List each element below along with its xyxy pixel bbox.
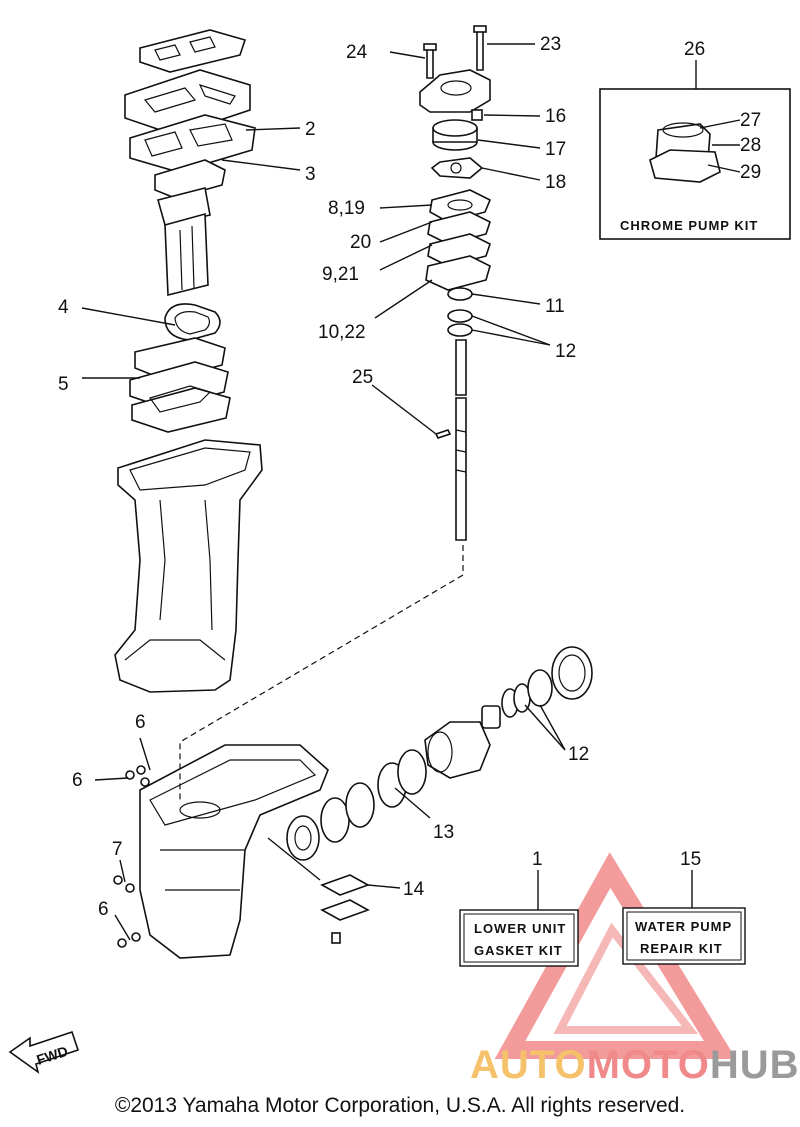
callout-17: 17 <box>545 139 566 160</box>
callout-4: 4 <box>58 297 69 318</box>
upper-casing <box>114 439 263 693</box>
water-pump-stack <box>419 25 492 541</box>
callout-3: 3 <box>305 164 316 185</box>
callout-9-21: 9,21 <box>322 264 359 285</box>
lower-unit-kit-line1: LOWER UNIT <box>474 921 566 936</box>
gear-train <box>113 646 593 948</box>
lower-unit-gasket-kit-box: LOWER UNIT GASKET KIT <box>459 909 579 967</box>
callout-7: 7 <box>112 839 123 860</box>
chrome-pump-kit-box <box>599 88 791 240</box>
callout-6-bottom: 6 <box>98 899 109 920</box>
callout-6-mid: 6 <box>72 770 83 791</box>
chrome-pump-kit-label: CHROME PUMP KIT <box>620 218 758 233</box>
callout-26: 26 <box>684 39 705 60</box>
water-pump-repair-kit-box: WATER PUMP REPAIR KIT <box>622 907 746 965</box>
svg-text:AUTOMOTOHUB: AUTOMOTOHUB <box>470 1043 800 1087</box>
callout-13: 13 <box>433 822 454 843</box>
water-pump-kit-line1: WATER PUMP <box>635 919 732 934</box>
callout-1: 1 <box>532 849 543 870</box>
callout-8-19: 8,19 <box>328 198 365 219</box>
callout-11: 11 <box>545 296 565 317</box>
lower-unit-kit-line2: GASKET KIT <box>474 943 563 958</box>
callout-23: 23 <box>540 34 561 55</box>
callout-10-22: 10,22 <box>318 322 366 343</box>
watermark-part2: MOTO <box>587 1043 710 1087</box>
watermark-part3: HUB <box>710 1043 800 1087</box>
water-seal-plates <box>129 303 231 433</box>
callout-20: 20 <box>350 232 371 253</box>
callout-12-upper: 12 <box>555 341 576 362</box>
callout-16: 16 <box>545 106 566 127</box>
callout-14: 14 <box>403 879 425 900</box>
watermark-part1: AUTO <box>470 1043 587 1087</box>
callout-25: 25 <box>352 367 373 388</box>
shaft-alignment-line <box>179 545 464 800</box>
callout-12-lower: 12 <box>568 744 589 765</box>
copyright-notice: ©2013 Yamaha Motor Corporation, U.S.A. A… <box>114 1094 686 1117</box>
leader-lines <box>81 43 741 941</box>
callout-24: 24 <box>346 42 368 63</box>
lower-unit-housing <box>139 744 329 959</box>
callout-5: 5 <box>58 374 69 395</box>
callout-29: 29 <box>740 162 761 183</box>
water-pump-kit-line2: REPAIR KIT <box>640 941 723 956</box>
exhaust-guide-assembly <box>124 29 256 297</box>
callout-28: 28 <box>740 135 761 156</box>
callout-18: 18 <box>545 172 566 193</box>
callout-6-top: 6 <box>135 712 146 733</box>
callout-27: 27 <box>740 110 761 131</box>
callout-2: 2 <box>305 119 316 140</box>
callout-numbers: 2 3 4 5 24 23 16 17 18 8,19 20 9,21 10,2… <box>58 34 761 920</box>
fwd-arrow: FWD <box>8 1030 80 1074</box>
watermark-logo: AUTOMOTOHUB <box>470 1043 800 1087</box>
callout-15: 15 <box>680 849 701 870</box>
